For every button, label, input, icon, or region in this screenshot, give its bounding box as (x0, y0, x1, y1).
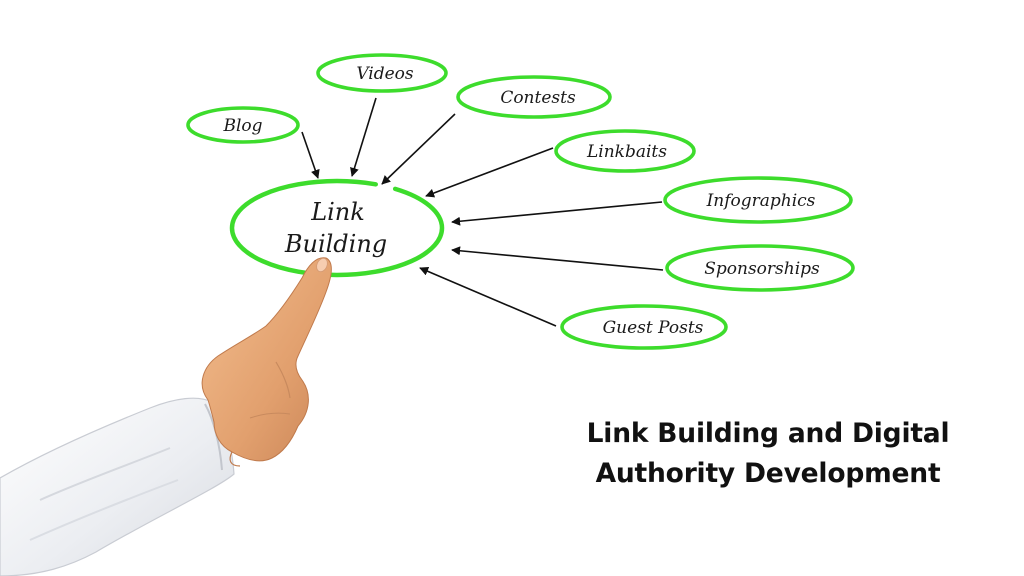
caption-title: Link Building and Digital Authority Deve… (548, 414, 988, 494)
caption-line2: Authority Development (595, 458, 941, 489)
arrow-blog (301, 131, 320, 179)
node-ellipses (186, 53, 855, 350)
ellipse-sponsorships (665, 244, 855, 292)
ellipse-contests (456, 75, 612, 119)
node-label-guest-posts: Guest Posts (603, 318, 704, 338)
ellipse-infographics (663, 176, 853, 224)
node-label-sponsorships: Sponsorships (704, 259, 820, 279)
arrow-sponsorships (451, 246, 664, 271)
center-ellipse (229, 178, 445, 278)
node-labels: Blog Videos Contests Linkbaits Infograph… (222, 64, 820, 338)
arrow-videos (350, 97, 377, 177)
node-label-blog: Blog (222, 116, 262, 136)
shirt-sleeve (0, 397, 235, 576)
pointing-hand-illustration (0, 257, 332, 576)
node-label-linkbaits: Linkbaits (586, 142, 667, 162)
ellipse-blog (186, 106, 300, 144)
arrow-contests (381, 113, 456, 185)
arrow-guest-posts (419, 267, 557, 327)
ellipse-guest-posts (560, 304, 728, 350)
node-label-infographics: Infographics (706, 191, 816, 211)
fingernail (316, 257, 328, 273)
arrow-linkbaits (425, 147, 554, 198)
node-label-videos: Videos (356, 64, 414, 84)
ellipse-linkbaits (554, 129, 696, 173)
hand (201, 257, 332, 462)
center-label-line2: Building (284, 230, 387, 258)
node-label-contests: Contests (500, 88, 576, 108)
caption-line1: Link Building and Digital (586, 418, 950, 449)
ellipse-videos (316, 53, 448, 93)
arrow-infographics (451, 201, 663, 226)
center-label-line1: Link (310, 198, 365, 226)
arrows (301, 97, 664, 327)
